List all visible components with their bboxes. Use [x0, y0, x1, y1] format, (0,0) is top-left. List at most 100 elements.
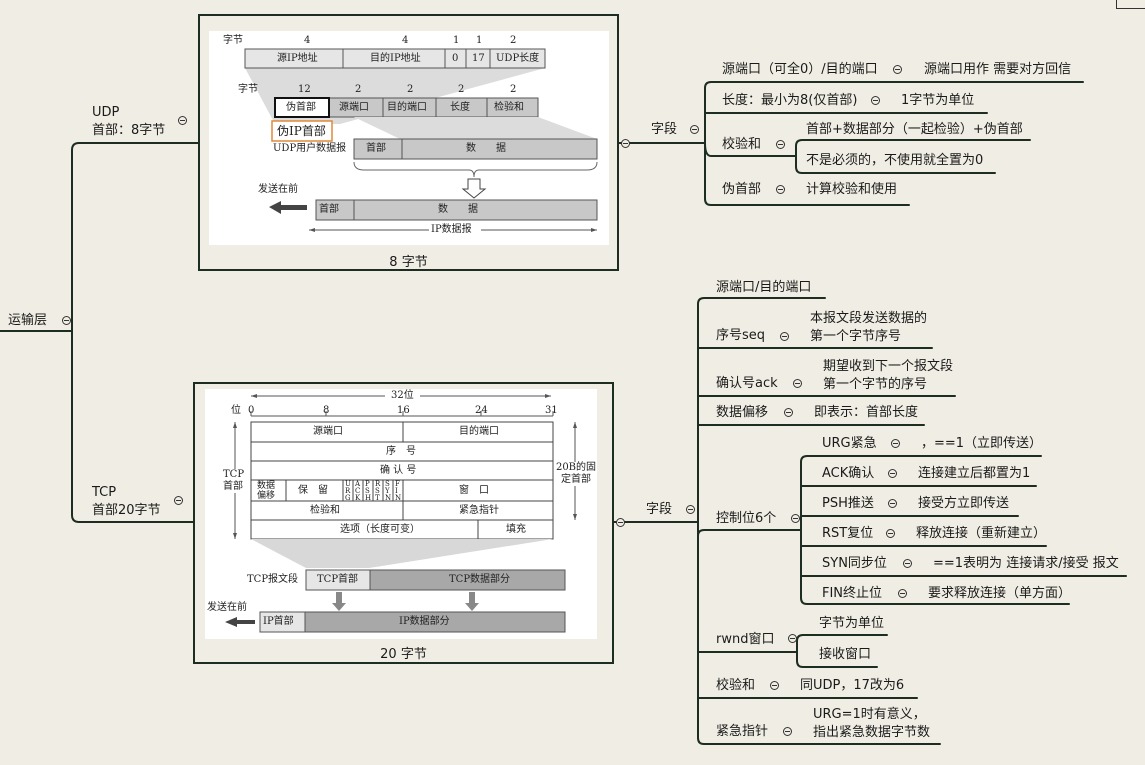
- collapse-toggle-icon[interactable]: [62, 316, 71, 325]
- header-cell: 首部: [366, 143, 386, 154]
- tcp-flag-fin-note[interactable]: 要求释放连接（单方面）: [928, 586, 1072, 601]
- corner-fragment: [1116, 0, 1145, 9]
- tcp-field-seq-note[interactable]: 本报文段发送数据的 第一个字节序号: [810, 311, 928, 344]
- collapse-toggle-icon[interactable]: [776, 185, 785, 194]
- tcp-field-window-note[interactable]: 字节为单位: [819, 616, 885, 631]
- udp-length-cell: UDP长度: [496, 53, 540, 64]
- bit-tick-label: 24: [475, 405, 488, 416]
- tcp-flag-ack-note[interactable]: 连接建立后都置为1: [918, 466, 1031, 481]
- udp-field-pseudo[interactable]: 伪首部: [722, 182, 762, 197]
- tcp-field-offset[interactable]: 数据偏移: [716, 405, 769, 420]
- collapse-toggle-icon[interactable]: [903, 559, 912, 568]
- tcp-field-urgent-pointer-note[interactable]: URG=1时有意义， 指出紧急数据字节数: [813, 707, 931, 740]
- branch-root-udp: [71, 142, 199, 332]
- tcp-flag-psh-note[interactable]: 接受方立即传送: [918, 496, 1010, 511]
- source-ip-cell: 源IP地址: [277, 53, 318, 64]
- size-label: 2: [355, 84, 362, 95]
- tcp-flag-urg[interactable]: URG紧急: [822, 436, 877, 451]
- tcp-field-offset-note[interactable]: 即表示：首部长度: [814, 405, 919, 420]
- udp-field-checksum-note[interactable]: 不是必须的，不使用就全置为0: [806, 153, 984, 168]
- tcp-field-ports[interactable]: 源端口/目的端口: [716, 280, 812, 295]
- udp-subtitle[interactable]: 首部：8字节: [92, 123, 166, 138]
- tcp-diagram-shapes: [225, 394, 577, 633]
- tcp-field-control-bits[interactable]: 控制位6个: [716, 511, 777, 526]
- collapse-toggle-icon[interactable]: [783, 727, 792, 736]
- tcp-field-seq[interactable]: 序号seq: [716, 328, 766, 343]
- size-label: 1: [476, 35, 483, 46]
- collapse-toggle-icon[interactable]: [793, 379, 802, 388]
- tcp-flag-psh[interactable]: PSH推送: [822, 496, 874, 511]
- tcp-field-ack-note[interactable]: 期望收到下一个报文段 第一个字节的序号: [823, 359, 954, 392]
- udp-field-length[interactable]: 长度：最小为8(仅首部): [722, 93, 858, 108]
- udp-f1: [704, 81, 1084, 144]
- udp-field-length-note[interactable]: 1字节为单位: [901, 93, 975, 108]
- udp-f3-n2: [795, 155, 996, 174]
- tcp-flag-syn[interactable]: SYN同步位: [822, 556, 887, 571]
- tcp-field-ack[interactable]: 确认号ack: [716, 376, 778, 391]
- ip-header-cell: 首部: [319, 204, 339, 215]
- collapse-toggle-icon[interactable]: [621, 139, 630, 148]
- tcp-f1: [697, 297, 826, 523]
- segment-label: TCP报文段: [247, 574, 299, 585]
- collapse-toggle-icon[interactable]: [690, 125, 699, 134]
- tcp-field-checksum[interactable]: 校验和: [716, 678, 756, 693]
- collapse-toggle-icon[interactable]: [616, 518, 625, 527]
- collapse-toggle-icon[interactable]: [788, 634, 797, 643]
- udp-f3-n1: [795, 139, 1031, 157]
- segment-header-cell: TCP首部: [317, 574, 359, 585]
- size-label: 1: [453, 35, 460, 46]
- collapse-toggle-icon[interactable]: [780, 332, 789, 341]
- tcp-subtitle[interactable]: 首部20字节: [92, 503, 161, 518]
- udp-image-caption: 8 字节: [389, 255, 428, 270]
- udp-title[interactable]: UDP: [92, 105, 120, 120]
- collapse-toggle-icon[interactable]: [886, 529, 895, 538]
- ip-data-cell: IP数据部分: [399, 616, 450, 627]
- size-label: 2: [458, 84, 465, 95]
- tcp-field-window-note[interactable]: 接收窗口: [819, 647, 872, 662]
- dest-ip-cell: 目的IP地址: [370, 53, 421, 64]
- udp-field-ports-note[interactable]: 源端口用作 需要对方回信: [924, 62, 1072, 77]
- dest-port-cell: 目的端口: [387, 102, 427, 113]
- padding-cell: 填充: [506, 524, 526, 535]
- udp-fields-label[interactable]: 字段: [651, 122, 678, 137]
- collapse-toggle-icon[interactable]: [784, 408, 793, 417]
- source-port-cell: 源端口: [339, 102, 369, 113]
- tcp-flag-urg-note[interactable]: ，==1（立即传送）: [921, 436, 1043, 451]
- collapse-toggle-icon[interactable]: [686, 505, 695, 514]
- tcp-field-checksum-note[interactable]: 同UDP，17改为6: [800, 678, 905, 693]
- tcp-title[interactable]: TCP: [92, 485, 117, 500]
- collapse-toggle-icon[interactable]: [791, 514, 800, 523]
- collapse-toggle-icon[interactable]: [888, 469, 897, 478]
- collapse-toggle-icon[interactable]: [174, 496, 183, 505]
- tcp-flag-syn-note[interactable]: ==1表明为 连接请求/接受 报文: [933, 556, 1119, 571]
- tcp-flag-ack[interactable]: ACK确认: [822, 466, 875, 481]
- collapse-toggle-icon[interactable]: [871, 96, 880, 105]
- tcp-flag-rst-note[interactable]: 释放连接（重新建立）: [916, 526, 1047, 541]
- size-label: 2: [510, 35, 517, 46]
- fixed-header-side-label: 20B的固定首部: [555, 462, 597, 486]
- flag-cell: RST: [375, 480, 381, 502]
- collapse-toggle-icon[interactable]: [776, 140, 785, 149]
- size-label: 4: [304, 35, 311, 46]
- udp-image-node[interactable]: 字节 4 4 1 1 2: [198, 14, 619, 271]
- tcp-flag-rst[interactable]: RST复位: [822, 526, 874, 541]
- collapse-toggle-icon[interactable]: [178, 116, 187, 125]
- collapse-toggle-icon[interactable]: [891, 439, 900, 448]
- udp-field-ports[interactable]: 源端口（可全0）/目的端口: [722, 62, 878, 77]
- collapse-toggle-icon[interactable]: [770, 681, 779, 690]
- tcp-flag-fin[interactable]: FIN终止位: [822, 586, 883, 601]
- tcp-f8: [697, 521, 941, 745]
- udp-field-pseudo-note[interactable]: 计算校验和使用: [806, 182, 898, 197]
- collapse-toggle-icon[interactable]: [898, 589, 907, 598]
- tcp-image-node[interactable]: 32位 位 0 8 16 24 31 源端口 目的端口 序 号 确 认 号 数据…: [193, 382, 614, 664]
- collapse-toggle-icon[interactable]: [888, 499, 897, 508]
- root-node-label[interactable]: 运输层: [8, 313, 48, 328]
- collapse-toggle-icon[interactable]: [893, 65, 902, 74]
- urgent-pointer-cell: 紧急指针: [459, 505, 499, 516]
- tcp-field-window[interactable]: rwnd窗口: [716, 632, 775, 647]
- tcp-fields-label[interactable]: 字段: [646, 502, 673, 517]
- tcp-field-urgent-pointer[interactable]: 紧急指针: [716, 724, 769, 739]
- udp-field-checksum-note[interactable]: 首部+数据部分（一起检验）+伪首部: [806, 122, 1023, 137]
- bit-tick-label: 31: [545, 405, 558, 416]
- udp-field-checksum[interactable]: 校验和: [722, 137, 762, 152]
